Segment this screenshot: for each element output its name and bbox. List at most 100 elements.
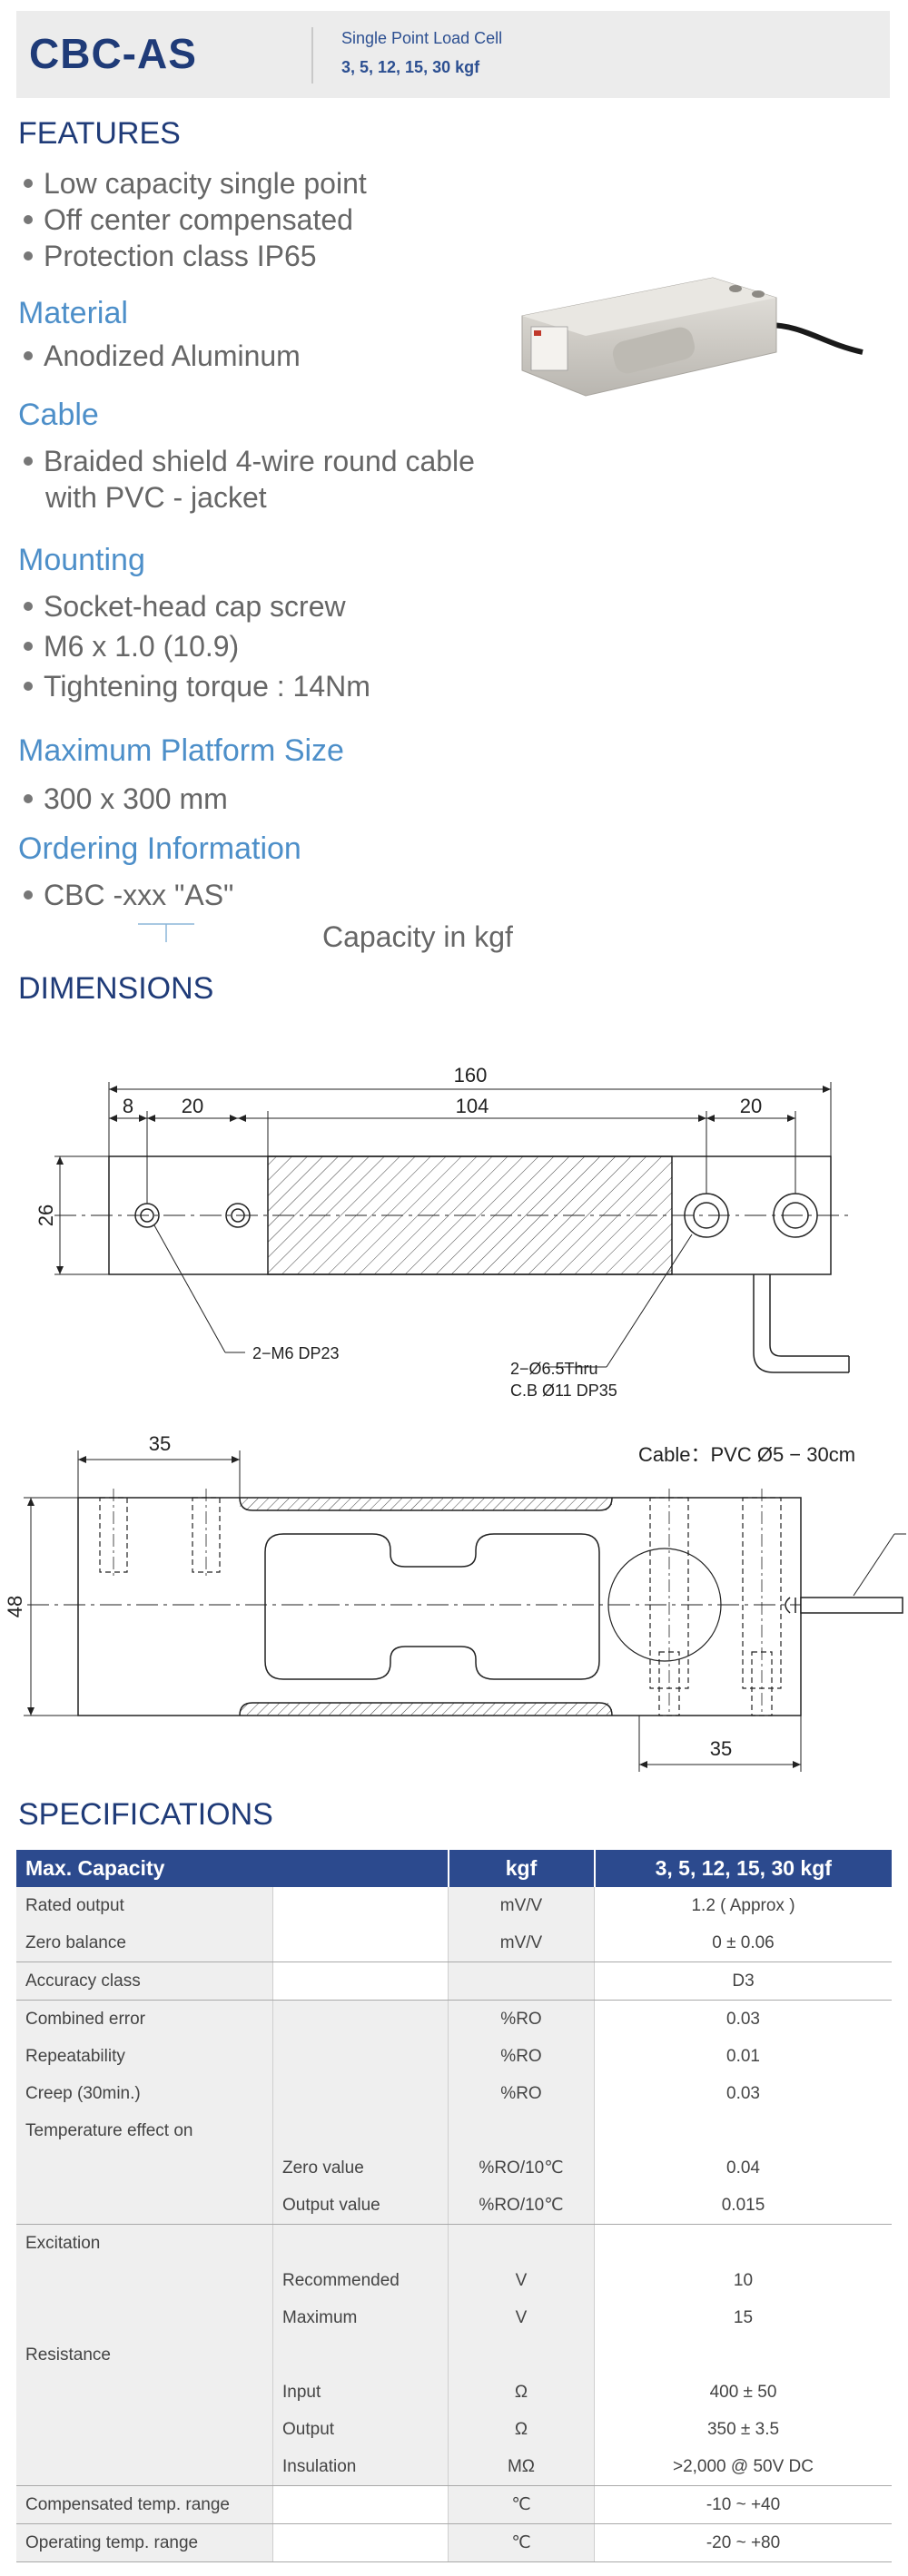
spec-value: 0 ± 0.06 — [594, 1924, 892, 1962]
spec-sublabel — [272, 2038, 449, 2075]
spec-unit: %RO — [448, 2075, 595, 2112]
spec-sublabel — [272, 1924, 449, 1962]
bullet-dot — [24, 641, 33, 651]
spec-row: Excitation — [16, 2224, 892, 2262]
model-name: CBC-AS — [29, 30, 197, 77]
capacity-note: Capacity in kgf — [322, 920, 513, 953]
spec-unit: ℃ — [448, 2485, 595, 2524]
spec-label — [16, 2187, 273, 2225]
mounting-item: Tightening torque : 14Nm — [24, 668, 370, 704]
spec-unit: mV/V — [448, 1924, 595, 1962]
spec-value: D3 — [594, 1961, 892, 2001]
material-item: Anodized Aluminum — [24, 338, 301, 374]
spec-row: Compensated temp. range℃-10 ~ +40 — [16, 2485, 892, 2524]
dim-20-left: 20 — [182, 1095, 203, 1117]
spec-sublabel — [272, 2336, 449, 2374]
spec-label: Accuracy class — [16, 1961, 273, 2001]
spec-row: Temperature effect on — [16, 2112, 892, 2149]
spec-value — [594, 2224, 892, 2262]
spec-sublabel: Output — [272, 2411, 449, 2448]
spec-unit: V — [448, 2262, 595, 2299]
header-divider — [311, 27, 313, 84]
spec-value: -20 ~ +80 — [594, 2523, 892, 2562]
ordering-code: CBC -xxx "AS" — [24, 877, 233, 913]
spec-sublabel: Insulation — [272, 2448, 449, 2486]
bullet-dot — [24, 178, 33, 188]
spec-label — [16, 2411, 273, 2448]
cable-heading: Cable — [18, 398, 99, 432]
spec-sublabel — [272, 1961, 449, 2001]
spec-unit — [448, 1961, 595, 2001]
feature-item: Low capacity single point — [24, 165, 367, 202]
spec-unit: Ω — [448, 2374, 595, 2411]
spec-value — [594, 2112, 892, 2149]
top-view — [54, 1082, 854, 1373]
spec-unit: %RO — [448, 2038, 595, 2075]
spec-label: Combined error — [16, 2000, 273, 2038]
spec-label: Resistance — [16, 2336, 273, 2374]
spec-sublabel — [272, 2075, 449, 2112]
spec-label: Zero balance — [16, 1924, 273, 1962]
spec-value: 1.2 ( Approx ) — [594, 1887, 892, 1924]
spec-value: -10 ~ +40 — [594, 2485, 892, 2524]
dim-35-left: 35 — [149, 1432, 171, 1455]
spec-unit: ℃ — [448, 2523, 595, 2562]
spec-label: Creep (30min.) — [16, 2075, 273, 2112]
dim-20-right: 20 — [740, 1095, 762, 1117]
spec-row: Resistance — [16, 2336, 892, 2374]
spec-unit — [448, 2336, 595, 2374]
bullet-dot — [24, 350, 33, 360]
spec-label — [16, 2299, 273, 2336]
dim-35-right: 35 — [710, 1737, 732, 1760]
spec-label: Repeatability — [16, 2038, 273, 2075]
spec-unit: %RO/10℃ — [448, 2149, 595, 2187]
dimensions-heading: DIMENSIONS — [18, 971, 214, 1006]
dim-width: 26 — [35, 1204, 57, 1226]
spec-label: Rated output — [16, 1887, 273, 1924]
spec-sublabel: Maximum — [272, 2299, 449, 2336]
specifications-table: Max. Capacity kgf 3, 5, 12, 15, 30 kgf R… — [16, 1850, 892, 2562]
spec-sublabel: Recommended — [272, 2262, 449, 2299]
header-unit: kgf — [447, 1850, 596, 1887]
side-view — [24, 1450, 906, 1772]
cable-note: Cable：PVC Ø5 − 30cm — [638, 1443, 855, 1466]
specifications-heading: SPECIFICATIONS — [18, 1797, 273, 1832]
bullet-dot — [24, 681, 33, 691]
spec-unit: %RO — [448, 2000, 595, 2038]
bullet-dot — [24, 793, 33, 803]
spec-sublabel — [272, 2112, 449, 2149]
spec-label — [16, 2448, 273, 2486]
dim-height: 48 — [4, 1596, 26, 1617]
spec-sublabel: Output value — [272, 2187, 449, 2225]
feature-item: Protection class IP65 — [24, 238, 317, 274]
bullet-dot — [24, 890, 33, 900]
spec-value: 0.04 — [594, 2149, 892, 2187]
bullet-dot — [24, 456, 33, 466]
header-capacities: 3, 5, 12, 15, 30 kgf — [594, 1850, 892, 1887]
spec-sublabel: Input — [272, 2374, 449, 2411]
platform-item: 300 x 300 mm — [24, 781, 228, 817]
dim-8: 8 — [123, 1095, 133, 1117]
header-max-capacity: Max. Capacity — [16, 1850, 449, 1887]
hole-note-2: C.B Ø11 DP35 — [510, 1381, 617, 1400]
dim-total-length: 160 — [454, 1064, 488, 1086]
spec-sublabel — [272, 2224, 449, 2262]
spec-row: Accuracy class D3 — [16, 1961, 892, 2001]
thread-note: 2−M6 DP23 — [252, 1344, 340, 1362]
spec-unit: %RO/10℃ — [448, 2187, 595, 2225]
features-heading: FEATURES — [18, 116, 181, 151]
spec-sublabel — [272, 2485, 449, 2524]
spec-unit — [448, 2112, 595, 2149]
spec-value: 0.01 — [594, 2038, 892, 2075]
hole-note-1: 2−Ø6.5Thru — [510, 1360, 598, 1378]
capacity-range: 3, 5, 12, 15, 30 kgf — [341, 58, 480, 76]
spec-value: 15 — [594, 2299, 892, 2336]
